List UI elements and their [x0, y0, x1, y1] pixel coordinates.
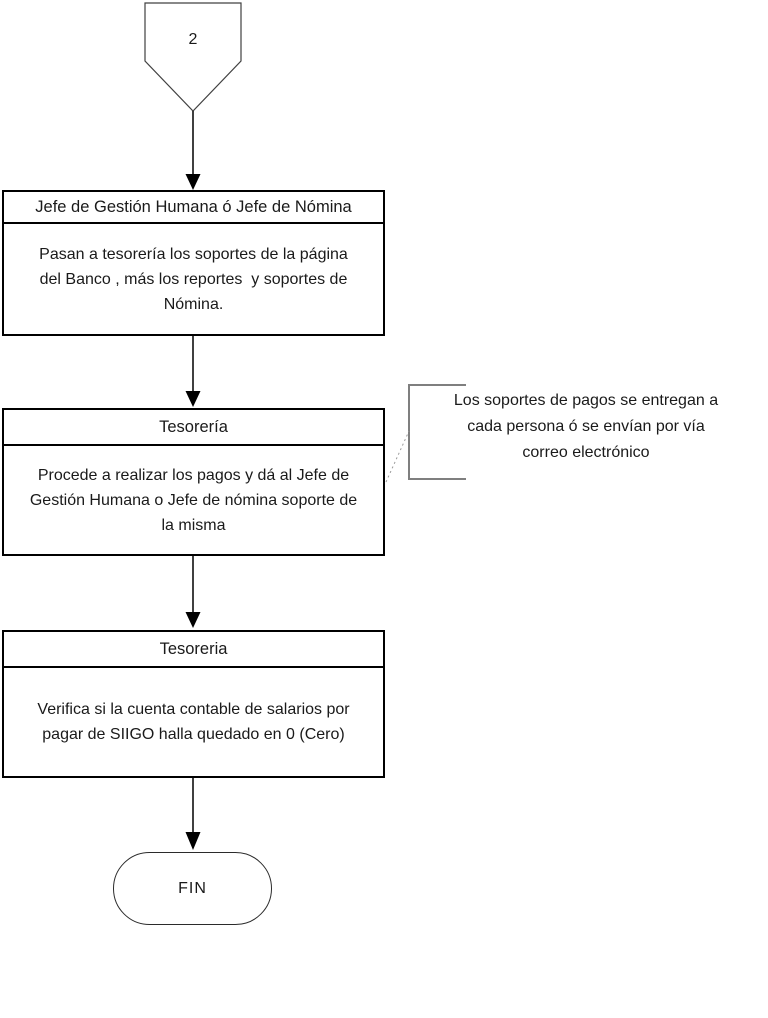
process-box-tesoreria-verifica: Tesoreria Verifica si la cuenta contable… [2, 630, 385, 778]
box-body: Procede a realizar los pagos y dá al Jef… [29, 466, 358, 534]
box-title: Tesorería [4, 410, 383, 446]
arrowhead-down-icon [185, 832, 201, 850]
arrowhead-down-icon [185, 391, 201, 407]
box-body: Pasan a tesorería los soportes de la pág… [39, 245, 348, 313]
process-box-tesoreria-pagos: Tesorería Procede a realizar los pagos y… [2, 408, 385, 556]
offpage-connector-label: 2 [188, 31, 198, 48]
end-terminator: FIN [113, 852, 272, 925]
callout-leader-line [385, 430, 410, 483]
process-box-jefe-gestion: Jefe de Gestión Humana ó Jefe de Nómina … [2, 190, 385, 336]
box-title: Jefe de Gestión Humana ó Jefe de Nómina [4, 192, 383, 224]
box-body: Verifica si la cuenta contable de salari… [37, 701, 350, 743]
callout-annotation: Los soportes de pagos se entregan a cada… [453, 392, 719, 461]
arrowhead-down-icon [185, 612, 201, 628]
arrowhead-down-icon [185, 174, 201, 190]
box-title: Tesoreria [4, 632, 383, 668]
offpage-connector-shape [144, 2, 242, 112]
